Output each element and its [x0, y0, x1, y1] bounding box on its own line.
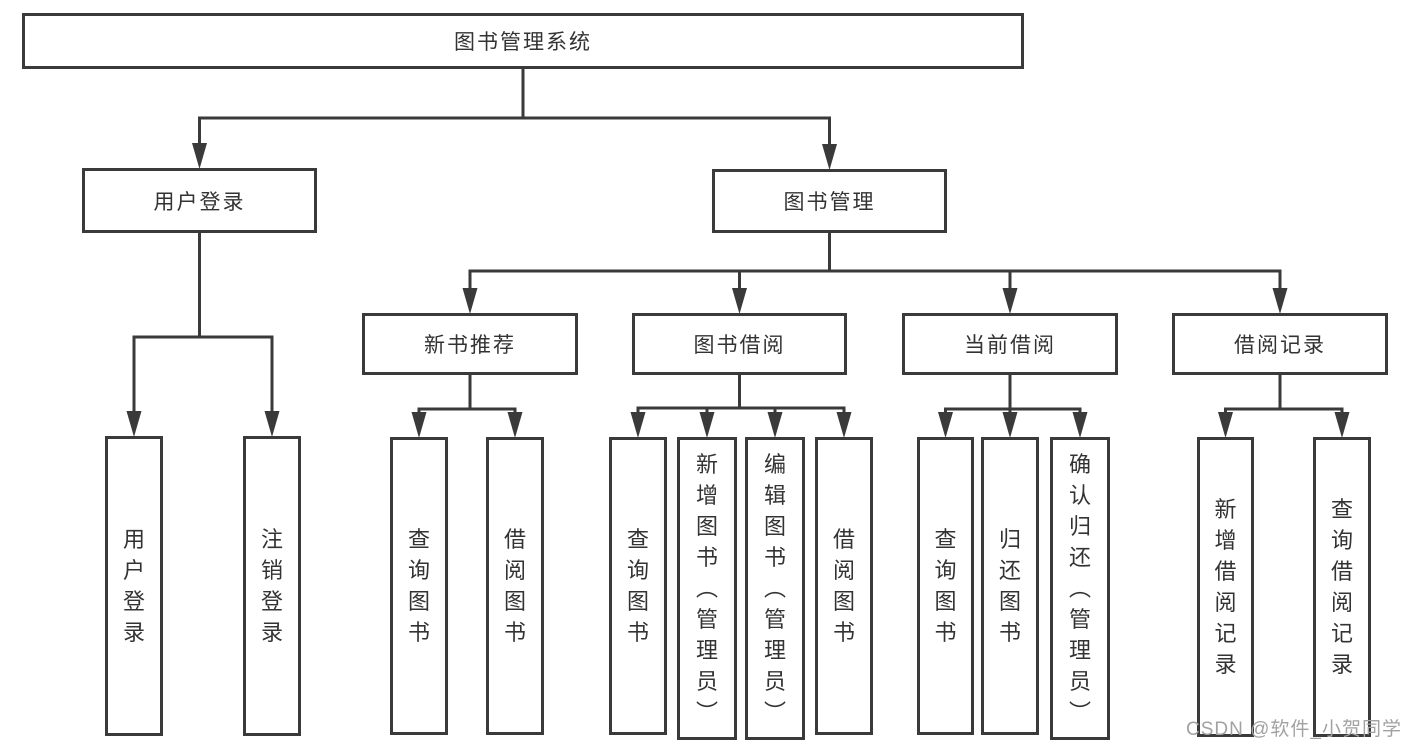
arrowhead — [630, 412, 646, 438]
arrowhead — [1272, 288, 1288, 314]
diagram-node-new-book: 新书推荐 — [362, 313, 578, 375]
diagram-node-bb-add: 新增图书︵管理员︶ — [677, 437, 737, 740]
diagram-node-root: 图书管理系统 — [22, 13, 1024, 69]
node-label-bb-add: 新增图书︵管理员︶ — [695, 452, 718, 725]
arrowhead — [1072, 412, 1088, 438]
diagram-node-br-add: 新增借阅记录 — [1197, 437, 1254, 737]
diagram-node-cb-confirm: 确认归还︵管理员︶ — [1050, 437, 1110, 740]
node-label-leaf-user-login: 用户登录 — [122, 527, 145, 645]
node-label-borrow-record: 借阅记录 — [1234, 334, 1326, 357]
node-label-cb-confirm: 确认归还︵管理员︶ — [1068, 452, 1091, 725]
arrowhead — [192, 143, 207, 169]
node-label-bb-query: 查询图书 — [626, 527, 649, 645]
arrowhead — [507, 412, 523, 438]
arrowhead — [699, 412, 715, 438]
arrowhead — [462, 288, 478, 314]
diagram-node-bb-borrow: 借阅图书 — [815, 437, 873, 735]
node-label-book-mgmt: 图书管理 — [783, 191, 876, 214]
diagram-node-bb-edit: 编辑图书︵管理员︶ — [745, 437, 805, 740]
watermark: CSDN @软件_小贺同学 — [1186, 719, 1402, 740]
arrowhead — [836, 412, 852, 438]
diagram-node-borrow-record: 借阅记录 — [1172, 313, 1388, 375]
node-label-nb-query: 查询图书 — [407, 527, 430, 645]
node-label-current-borrow: 当前借阅 — [964, 334, 1056, 357]
arrowhead — [732, 288, 747, 314]
arrowhead — [411, 412, 427, 438]
node-label-nb-borrow: 借阅图书 — [503, 527, 526, 645]
diagram-node-cb-return: 归还图书 — [981, 437, 1039, 735]
arrowhead — [126, 411, 142, 437]
diagram-node-cb-query: 查询图书 — [917, 437, 974, 735]
diagram-node-br-query: 查询借阅记录 — [1313, 437, 1371, 737]
node-label-br-query: 查询借阅记录 — [1330, 497, 1353, 677]
node-label-book-borrow: 图书借阅 — [693, 334, 786, 357]
node-label-leaf-logout: 注销登录 — [260, 527, 283, 645]
arrowhead — [767, 412, 783, 438]
diagram-node-book-borrow: 图书借阅 — [632, 313, 847, 375]
diagram-node-nb-query: 查询图书 — [390, 437, 448, 735]
diagram-node-current-borrow: 当前借阅 — [902, 313, 1118, 375]
arrowhead — [1218, 412, 1233, 438]
arrowhead — [264, 411, 280, 437]
diagram-node-nb-borrow: 借阅图书 — [486, 437, 544, 735]
node-label-br-add: 新增借阅记录 — [1214, 497, 1237, 677]
arrowhead — [938, 412, 953, 438]
diagram-node-book-mgmt: 图书管理 — [712, 169, 947, 233]
node-label-cb-query: 查询图书 — [934, 527, 957, 645]
node-label-new-book: 新书推荐 — [424, 334, 516, 357]
node-label-bb-edit: 编辑图书︵管理员︶ — [763, 452, 786, 725]
node-label-bb-borrow: 借阅图书 — [832, 527, 855, 645]
arrowhead — [1334, 412, 1350, 438]
diagram-node-user-login: 用户登录 — [82, 168, 317, 233]
arrowhead — [1002, 412, 1018, 438]
diagram-node-leaf-logout: 注销登录 — [243, 436, 301, 736]
arrowhead — [1002, 288, 1018, 314]
diagram-node-leaf-user-login: 用户登录 — [105, 436, 163, 736]
arrowhead — [822, 144, 837, 170]
diagram-node-bb-query: 查询图书 — [609, 437, 667, 735]
node-label-root: 图书管理系统 — [454, 31, 592, 54]
node-label-user-login: 用户登录 — [153, 190, 246, 214]
node-label-cb-return: 归还图书 — [998, 527, 1021, 645]
